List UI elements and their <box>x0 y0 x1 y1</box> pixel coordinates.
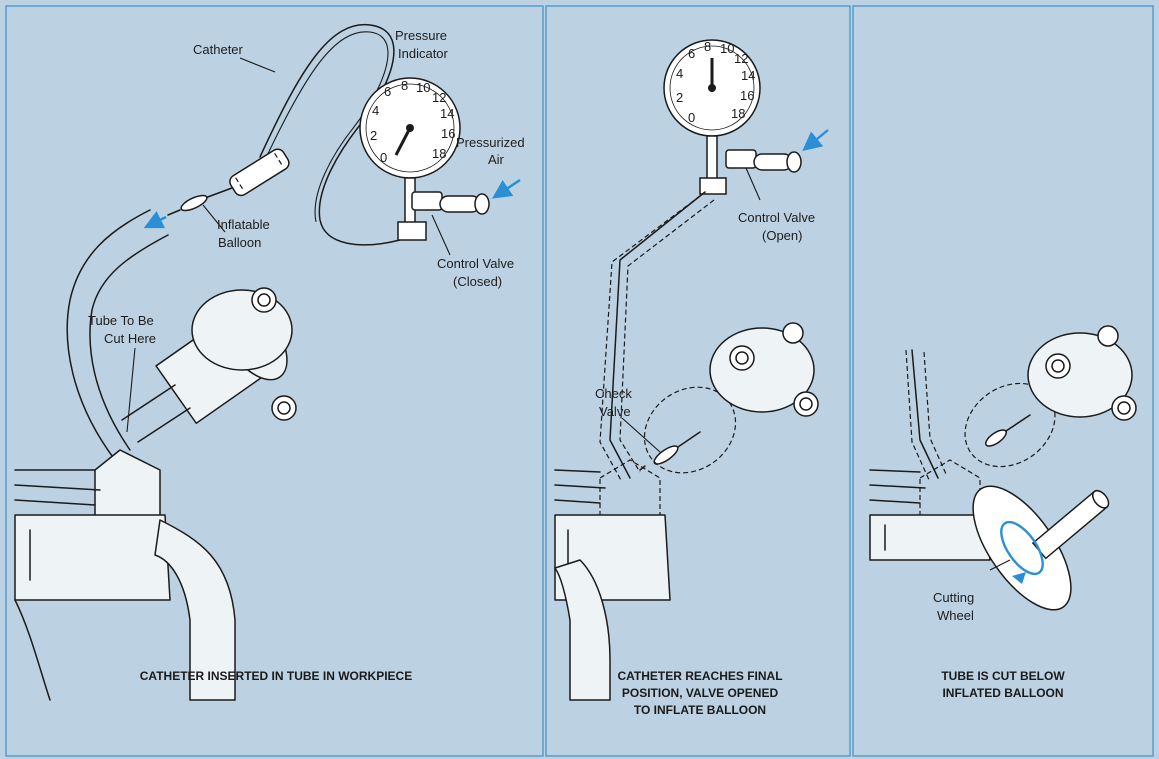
label-tube-line1: Tube To Be <box>88 313 154 328</box>
gauge-tick: 0 <box>688 110 695 125</box>
gauge-tick: 4 <box>372 103 379 118</box>
label-pressure-indicator-line2: Indicator <box>398 46 449 61</box>
label-pressurized-air-line1: Pressurized <box>456 135 525 150</box>
gauge-tick: 14 <box>741 68 755 83</box>
panel-3-illustration <box>870 326 1136 625</box>
label-catheter: Catheter <box>193 42 244 57</box>
gauge-tick: 10 <box>720 41 734 56</box>
caption-panel-3-line1: TUBE IS CUT BELOW <box>941 669 1065 683</box>
gauge-tick: 16 <box>441 126 455 141</box>
label-tube-line2: Cut Here <box>104 331 156 346</box>
gauge-tick: 14 <box>440 106 454 121</box>
label-check-valve-line2: Valve <box>599 404 631 419</box>
gauge-tick: 18 <box>731 106 745 121</box>
gauge-tick: 6 <box>384 84 391 99</box>
label-balloon-line2: Balloon <box>218 235 261 250</box>
caption-panel-1: CATHETER INSERTED IN TUBE IN WORKPIECE <box>140 669 412 683</box>
label-balloon-line1: Inflatable <box>217 217 270 232</box>
gauge-tick: 0 <box>380 150 387 165</box>
caption-panel-2-line1: CATHETER REACHES FINAL <box>617 669 782 683</box>
gauge-tick: 6 <box>688 46 695 61</box>
gauge-tick: 8 <box>704 39 711 54</box>
panel-2-illustration: 0 2 4 6 8 10 12 14 16 18 <box>555 39 828 700</box>
label-control-valve-open-line2: (Open) <box>762 228 802 243</box>
gauge-tick: 2 <box>676 90 683 105</box>
gauge-tick: 10 <box>416 80 430 95</box>
label-control-valve-open-line1: Control Valve <box>738 210 815 225</box>
label-pressurized-air-line2: Air <box>488 152 505 167</box>
label-pressure-indicator-line1: Pressure <box>395 28 447 43</box>
caption-panel-2-line2: POSITION, VALVE OPENED <box>622 686 779 700</box>
gauge-tick: 2 <box>370 128 377 143</box>
label-cutting-wheel-line2: Wheel <box>937 608 974 623</box>
label-check-valve-line1: Check <box>595 386 632 401</box>
label-cutting-wheel-line1: Cutting <box>933 590 974 605</box>
label-control-valve-line2: (Closed) <box>453 274 502 289</box>
label-control-valve-line1: Control Valve <box>437 256 514 271</box>
caption-panel-3-line2: INFLATED BALLOON <box>942 686 1063 700</box>
gauge-tick: 12 <box>734 51 748 66</box>
gauge-tick: 8 <box>401 78 408 93</box>
gauge-tick: 12 <box>432 90 446 105</box>
gauge-tick: 16 <box>740 88 754 103</box>
gauge-tick: 18 <box>432 146 446 161</box>
panel-1-illustration: 0 2 4 6 8 10 12 14 16 18 <box>15 25 520 700</box>
caption-panel-2-line3: TO INFLATE BALLOON <box>634 703 766 717</box>
gauge-tick: 4 <box>676 66 683 81</box>
